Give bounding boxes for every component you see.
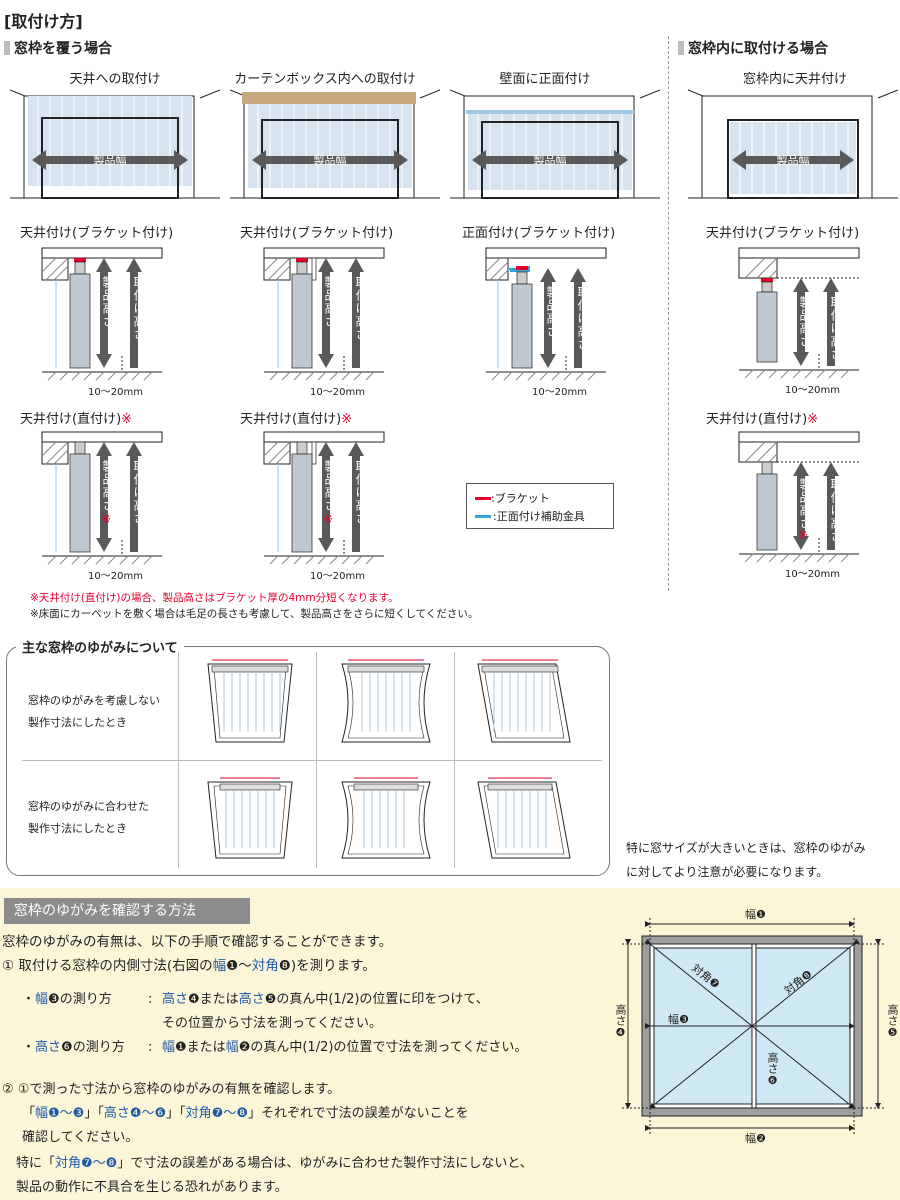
- legend-bracket: :ブラケット: [475, 490, 550, 506]
- w3-method: ・幅❸の測り方 : 高さ❹または高さ❺の真ん中(1/2)の位置に印をつけて、 そ…: [22, 992, 528, 1055]
- mount-title-2: 天井付け(ブラケット付け): [240, 226, 394, 241]
- width-label: 製品幅: [777, 153, 810, 167]
- legend-box: :ブラケット :正面付け補助金具: [466, 483, 614, 529]
- mount-title-5: 天井付け(直付け)※: [20, 412, 133, 427]
- check-section-header: 窓枠のゆがみを確認する方法: [4, 898, 250, 924]
- product-height-label: 製品高さ: [545, 286, 559, 338]
- mount-diagram-1: [41, 247, 163, 381]
- frame-parallelogram-2: [477, 777, 571, 859]
- gap-label: 10〜20mm: [532, 387, 587, 398]
- mount-diagram-4: [738, 247, 860, 379]
- frame-concave-2: [341, 777, 431, 859]
- mount-diagram-7: [738, 431, 860, 563]
- note-carpet: ※床面にカーペットを敷く場合は毛足の長さも考慮して、製品高さをさらに短くしてくだ…: [30, 608, 479, 620]
- warning: 特に「対角❼〜❽」で寸法の誤差がある場合は、ゆがみに合わせた製作寸法にしないと、…: [16, 1156, 533, 1195]
- section-cover-label: 窓枠を覆う場合: [14, 41, 112, 57]
- mount-title-4: 天井付け(ブラケット付け): [706, 226, 860, 241]
- page-title: [取付け方]: [4, 12, 83, 31]
- room-diagram-ceiling: 製品幅: [10, 89, 220, 199]
- room-diagram-curtain-box: 製品幅: [230, 89, 440, 199]
- step1: ① 取付ける窓枠の内側寸法(右図の幅❶〜対角❽)を測ります。: [2, 958, 376, 974]
- width-label: 製品幅: [314, 153, 347, 167]
- star-mark: ※: [323, 512, 334, 526]
- mount-title-6: 天井付け(直付け)※: [240, 412, 353, 427]
- row2-label: 窓枠のゆがみに合わせた製作寸法にしたとき: [28, 800, 149, 835]
- section-inside-label: 窓枠内に取付ける場合: [688, 41, 828, 57]
- frame-trapezoid-2: [207, 777, 293, 859]
- distortion-box: [6, 646, 610, 876]
- row1-label: 窓枠のゆがみを考慮しない製作寸法にしたとき: [28, 694, 160, 729]
- check-body: 窓枠のゆがみの有無は、以下の手順で確認することができます。 ① 取付ける窓枠の内…: [2, 930, 622, 978]
- divider: [22, 760, 602, 761]
- mount-title-1: 天井付け(ブラケット付け): [20, 226, 174, 241]
- label-w2: 幅❷: [745, 1132, 766, 1145]
- width-label: 製品幅: [534, 153, 567, 167]
- mount-diagram-6: [263, 431, 385, 565]
- step2: ② ①で測った寸法から窓枠のゆがみの有無を確認します。 「幅❶〜❸」「高さ❹〜❻…: [2, 1082, 469, 1145]
- top-caption-4: 窓枠内に天井付け: [742, 72, 847, 87]
- mount-diagram-2: [263, 247, 385, 381]
- mount-title-3: 正面付け(ブラケット付け): [462, 226, 616, 241]
- install-height-label: 取付け高さ: [576, 286, 590, 351]
- note-direct-mount: ※天井付け(直付け)の場合、製品高さはブラケット厚の4mm分短くなります。: [30, 592, 399, 604]
- product-height-label: 製品高さ: [798, 296, 812, 348]
- label-h6: 高さ❻: [766, 1052, 779, 1087]
- install-height-label: 取付け高さ: [829, 296, 843, 361]
- product-height-label: 製品高さ: [798, 478, 812, 530]
- install-height-label: 取付け高さ: [354, 460, 368, 525]
- width-label: 製品幅: [94, 153, 127, 167]
- mount-title-7: 天井付け(直付け)※: [706, 412, 819, 427]
- install-height-label: 取付け高さ: [132, 460, 146, 525]
- gap-label: 10〜20mm: [785, 385, 840, 396]
- gap-label: 10〜20mm: [88, 387, 143, 398]
- gap-label: 10〜20mm: [88, 571, 143, 582]
- distortion-box-title: 主な窓枠のゆがみについて: [16, 637, 184, 656]
- install-height-label: 取付け高さ: [354, 276, 368, 341]
- top-caption-3: 壁面に正面付け: [499, 72, 591, 87]
- star-mark: ※: [101, 512, 112, 526]
- top-caption-1: 天井への取付け: [69, 72, 161, 87]
- width-arrow: [32, 150, 188, 170]
- window-measure-figure: [622, 918, 884, 1134]
- label-w3: 幅❸: [668, 1013, 689, 1026]
- product-height-label: 製品高さ: [323, 460, 337, 512]
- frame-concave-1: [341, 659, 431, 743]
- label-w1: 幅❶: [745, 908, 766, 921]
- section-marker: [4, 41, 10, 55]
- mount-diagram-3: [485, 247, 607, 381]
- check-intro: 窓枠のゆがみの有無は、以下の手順で確認することができます。: [2, 934, 393, 950]
- mount-diagram-5: [41, 431, 163, 565]
- gap-label: 10〜20mm: [785, 569, 840, 580]
- section-inside-header: 窓枠内に取付ける場合: [678, 38, 828, 58]
- section-divider: [668, 36, 669, 591]
- top-caption-2: カーテンボックス内への取付け: [234, 72, 416, 87]
- front-bracket-swatch: [475, 514, 491, 518]
- label-h5: 高さ❺: [886, 1004, 899, 1039]
- side-note: 特に窓サイズが大きいときは、窓枠のゆがみに対してより注意が必要になります。: [626, 841, 866, 879]
- label-h4: 高さ❹: [614, 1004, 627, 1039]
- room-diagram-inside-frame: 製品幅: [688, 89, 898, 199]
- star-mark: ※: [798, 528, 809, 542]
- section-cover-header: 窓枠を覆う場合: [4, 38, 112, 58]
- legend-front-bracket: :正面付け補助金具: [475, 508, 585, 524]
- gap-label: 10〜20mm: [310, 387, 365, 398]
- product-height-label: 製品高さ: [101, 276, 115, 328]
- product-height-label: 製品高さ: [101, 460, 115, 512]
- frame-trapezoid-1: [207, 659, 293, 743]
- section-marker: [678, 41, 684, 55]
- install-height-label: 取付け高さ: [132, 276, 146, 341]
- bracket-swatch: [475, 496, 491, 500]
- bracket-mark: [74, 258, 86, 262]
- curtain-box: [242, 92, 416, 104]
- install-height-label: 取付け高さ: [829, 478, 843, 543]
- product-height-label: 製品高さ: [323, 276, 337, 328]
- gap-label: 10〜20mm: [310, 571, 365, 582]
- frame-parallelogram-1: [477, 659, 571, 743]
- room-diagram-wall-front: 製品幅: [450, 89, 660, 199]
